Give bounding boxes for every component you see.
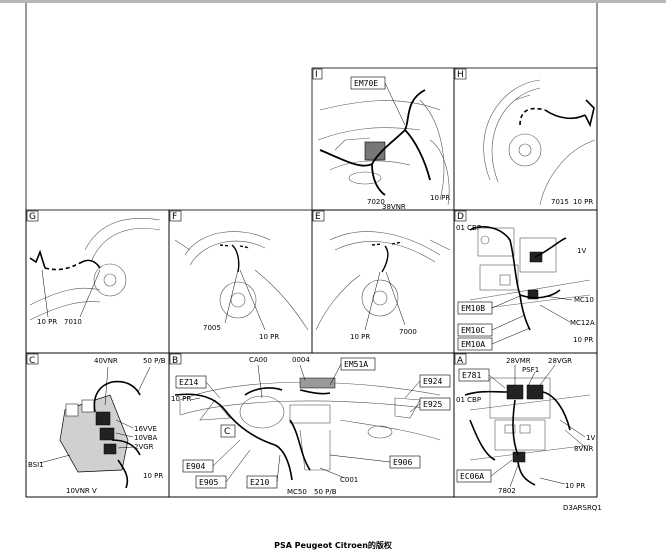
label-01cbp: 01 CBP — [456, 396, 481, 404]
tag-em10b: EM10B — [461, 304, 485, 313]
panel-letter: A — [457, 356, 464, 366]
label-ca00: CA00 — [249, 356, 268, 364]
tag-em51a: EM51A — [344, 360, 368, 369]
label-2vgr: 2VGR — [134, 443, 154, 451]
label-28vgr: 28VGR — [548, 357, 572, 365]
tag-e906: E906 — [393, 458, 412, 467]
drawing-reference: D3ARSRQ1 — [563, 504, 602, 512]
label-10pr: 10 PR — [573, 198, 593, 206]
panel-b: B C — [168, 352, 455, 498]
label-16vve: 16VVE — [134, 425, 157, 433]
label-7005: 7005 — [203, 324, 221, 332]
panel-d: D 01 CBP 1V MC10 MC12A 10 PR — [453, 209, 598, 354]
panel-g: G 10 PR 7010 — [25, 209, 170, 354]
tag-e905: E905 — [199, 478, 218, 487]
label-mc12a: MC12A — [570, 319, 595, 327]
label-10pr: 10 PR — [430, 194, 450, 202]
label-50pb: 50 P/B — [143, 357, 166, 365]
inset-letter: C — [224, 427, 230, 437]
label-10pr: 10 PR — [37, 318, 57, 326]
label-1v: 1V — [586, 434, 595, 442]
label-bsi1: BSI1 — [28, 461, 44, 469]
tag-e781: E781 — [462, 371, 481, 380]
panel-i: I EM70E 7020 38VNR 10 PR — [311, 67, 455, 211]
tag-em10a: EM10A — [461, 340, 485, 349]
label-10vba: 10VBA — [134, 434, 157, 442]
label-10pr: 10 PR — [259, 333, 279, 341]
panel-letter: C — [29, 356, 35, 366]
label-1v: 1V — [577, 247, 586, 255]
tag-ec06a: EC06A — [460, 472, 484, 481]
panel-f: F 7005 10 PR — [168, 209, 313, 354]
tag-em70e: EM70E — [354, 79, 378, 88]
label-7020: 7020 — [367, 198, 385, 206]
label-8vnr: 8VNR — [574, 445, 593, 453]
label-10pr: 10 PR — [171, 395, 191, 403]
label-mc50: MC50 — [287, 488, 307, 496]
label-38vnr: 38VNR — [382, 203, 406, 211]
label-7000: 7000 — [399, 328, 417, 336]
label-10vnr-v: 10VNR V — [66, 487, 97, 495]
label-10pr: 10 PR — [350, 333, 370, 341]
label-50pb: 50 P/B — [314, 488, 337, 496]
label-10pr: 10 PR — [565, 482, 585, 490]
panel-letter: G — [29, 212, 36, 222]
panel-letter: E — [315, 212, 321, 222]
label-c001: C001 — [340, 476, 358, 484]
label-7010: 7010 — [64, 318, 82, 326]
label-10pr: 10 PR — [143, 472, 163, 480]
panel-letter: F — [172, 212, 177, 222]
panel-e: E 10 PR 7000 — [311, 209, 455, 354]
panel-letter: D — [457, 212, 464, 222]
label-10pr: 10 PR — [573, 336, 593, 344]
label-mc10: MC10 — [574, 296, 594, 304]
tag-em10c: EM10C — [461, 326, 485, 335]
tag-e924: E924 — [423, 377, 442, 386]
top-divider — [0, 0, 666, 3]
tag-e925: E925 — [423, 400, 442, 409]
panel-c: C 40VNR 50 P/B 16VVE 10VBA 2VGR 1 — [25, 352, 170, 498]
label-0004: 0004 — [292, 356, 310, 364]
label-psf1: PSF1 — [522, 366, 539, 374]
panel-letter: H — [457, 70, 464, 80]
panel-letter: I — [315, 70, 318, 80]
tag-e904: E904 — [186, 462, 205, 471]
label-40vnr: 40VNR — [94, 357, 118, 365]
label-01cbp: 01 CBP — [456, 224, 481, 232]
panel-a: A E781 EC06A — [453, 352, 598, 498]
tag-ez14: EZ14 — [179, 378, 198, 387]
panel-h: H 7015 10 PR — [453, 67, 598, 211]
tag-e210: E210 — [250, 478, 269, 487]
copyright-caption: PSA Peugeot Citroen的版权 — [274, 541, 392, 550]
label-7015: 7015 — [551, 198, 569, 206]
label-28vmr: 28VMR — [506, 357, 531, 365]
panel-letter: B — [172, 356, 178, 366]
label-7802: 7802 — [498, 487, 516, 495]
